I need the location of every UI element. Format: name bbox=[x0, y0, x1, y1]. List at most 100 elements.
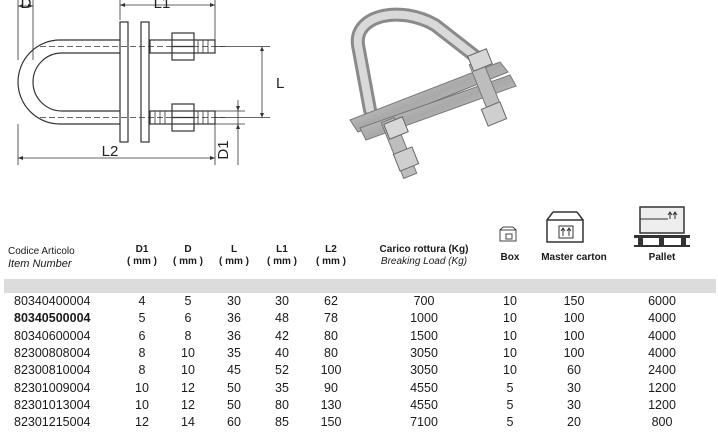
header-divider-band bbox=[4, 279, 716, 293]
cell-l1: 42 bbox=[275, 328, 289, 343]
cell-l1: 35 bbox=[275, 380, 289, 395]
cell-d: 10 bbox=[181, 345, 195, 360]
cell-breaking-load: 700 bbox=[413, 294, 435, 308]
cell-item-number: 80340500004 bbox=[14, 311, 91, 326]
cell-l1: 40 bbox=[275, 345, 289, 360]
cell-l: 36 bbox=[227, 311, 241, 326]
header-d-unit: ( mm ) bbox=[173, 256, 203, 267]
cell-pallet: 2400 bbox=[648, 363, 676, 378]
cell-master-carton: 30 bbox=[567, 380, 581, 395]
cell-d: 14 bbox=[181, 415, 195, 430]
cell-master-carton: 100 bbox=[563, 311, 585, 326]
header-l-label: L bbox=[230, 244, 238, 255]
cell-d: 6 bbox=[184, 311, 192, 326]
cell-box: 5 bbox=[506, 415, 514, 430]
cell-d: 8 bbox=[184, 328, 192, 343]
header-pallet: Pallet bbox=[630, 252, 694, 264]
cell-item-number: 80340400004 bbox=[14, 294, 91, 308]
header-l1: L1 ( mm ) bbox=[258, 244, 306, 268]
u-bolt-technical-drawing: D L1 L L2 D1 bbox=[17, 0, 284, 165]
cell-l2: 100 bbox=[320, 363, 342, 378]
cell-master-carton: 60 bbox=[567, 363, 581, 378]
cell-l1: 52 bbox=[275, 363, 289, 378]
cell-d: 10 bbox=[181, 363, 195, 378]
header-box: Box bbox=[490, 252, 530, 264]
cell-pallet: 4000 bbox=[648, 345, 676, 360]
cell-master-carton: 20 bbox=[567, 415, 581, 430]
header-breaking-load: Carico rottura (Kg) Breaking Load (Kg) bbox=[364, 244, 484, 268]
header-item-number-en: Item Number bbox=[8, 258, 72, 270]
cell-d1: 10 bbox=[135, 380, 149, 395]
header-item-number-it: Codice Articolo bbox=[8, 246, 75, 257]
cell-l2: 90 bbox=[324, 380, 338, 395]
cell-pallet: 800 bbox=[651, 415, 673, 430]
header-l1-label: L1 bbox=[276, 244, 288, 255]
dim-l-label: L bbox=[276, 75, 284, 92]
cell-d: 5 bbox=[184, 294, 192, 308]
cell-d1: 8 bbox=[138, 363, 146, 378]
header-l: L ( mm ) bbox=[210, 244, 258, 268]
cell-master-carton: 100 bbox=[563, 328, 585, 343]
header-d1-unit: ( mm ) bbox=[127, 256, 157, 267]
cell-pallet: 4000 bbox=[648, 311, 676, 326]
cell-l2: 130 bbox=[320, 397, 342, 412]
header-d1: D1 ( mm ) bbox=[118, 244, 166, 268]
header-breaking-load-en: Breaking Load (Kg) bbox=[380, 256, 468, 267]
cell-l1: 80 bbox=[275, 397, 289, 412]
master-carton-icon bbox=[546, 211, 584, 243]
header-breaking-load-it: Carico rottura (Kg) bbox=[379, 244, 469, 255]
cell-l: 50 bbox=[227, 380, 241, 395]
cell-l1: 30 bbox=[275, 294, 289, 308]
header-master-carton: Master carton bbox=[532, 252, 616, 264]
header-d-label: D bbox=[184, 244, 192, 255]
header-item-number: Codice Articolo Item Number bbox=[8, 246, 118, 270]
header-master-carton-label: Master carton bbox=[541, 252, 607, 263]
header-l2-unit: ( mm ) bbox=[316, 256, 346, 267]
cell-d: 12 bbox=[181, 380, 195, 395]
cell-l1: 85 bbox=[275, 415, 289, 430]
cell-pallet: 6000 bbox=[648, 294, 676, 308]
cell-l2: 80 bbox=[324, 345, 338, 360]
cell-d1: 10 bbox=[135, 397, 149, 412]
cell-box: 5 bbox=[506, 397, 514, 412]
cell-l: 30 bbox=[227, 294, 241, 308]
header-l2-label: L2 bbox=[325, 244, 337, 255]
cell-l: 50 bbox=[227, 397, 241, 412]
cell-box: 10 bbox=[503, 294, 517, 308]
header-box-label: Box bbox=[500, 252, 520, 263]
header-pallet-label: Pallet bbox=[648, 252, 676, 263]
box-icon bbox=[499, 226, 517, 242]
cell-breaking-load: 4550 bbox=[410, 380, 438, 395]
cell-master-carton: 100 bbox=[563, 345, 585, 360]
cell-item-number: 82301013004 bbox=[14, 397, 91, 412]
cell-d1: 12 bbox=[135, 415, 149, 430]
cell-master-carton: 150 bbox=[563, 294, 585, 308]
cell-breaking-load: 1500 bbox=[410, 328, 438, 343]
cell-l: 60 bbox=[227, 415, 241, 430]
cell-breaking-load: 1000 bbox=[410, 311, 438, 326]
header-l-unit: ( mm ) bbox=[219, 256, 249, 267]
cell-pallet: 4000 bbox=[648, 328, 676, 343]
dim-d-label: D bbox=[21, 0, 32, 12]
cell-l: 36 bbox=[227, 328, 241, 343]
header-l1-unit: ( mm ) bbox=[267, 256, 297, 267]
cell-box: 10 bbox=[503, 363, 517, 378]
cell-breaking-load: 4550 bbox=[410, 397, 438, 412]
cell-l2: 62 bbox=[324, 294, 338, 308]
cell-d1: 8 bbox=[138, 345, 146, 360]
cell-breaking-load: 3050 bbox=[410, 363, 438, 378]
cell-pallet: 1200 bbox=[648, 397, 676, 412]
cell-d1: 5 bbox=[138, 311, 146, 326]
cell-box: 10 bbox=[503, 345, 517, 360]
cell-master-carton: 30 bbox=[567, 397, 581, 412]
cell-item-number: 80340600004 bbox=[14, 328, 91, 343]
cell-l2: 80 bbox=[324, 328, 338, 343]
cell-item-number: 82300810004 bbox=[14, 363, 91, 378]
cell-breaking-load: 3050 bbox=[410, 345, 438, 360]
cell-box: 10 bbox=[503, 328, 517, 343]
